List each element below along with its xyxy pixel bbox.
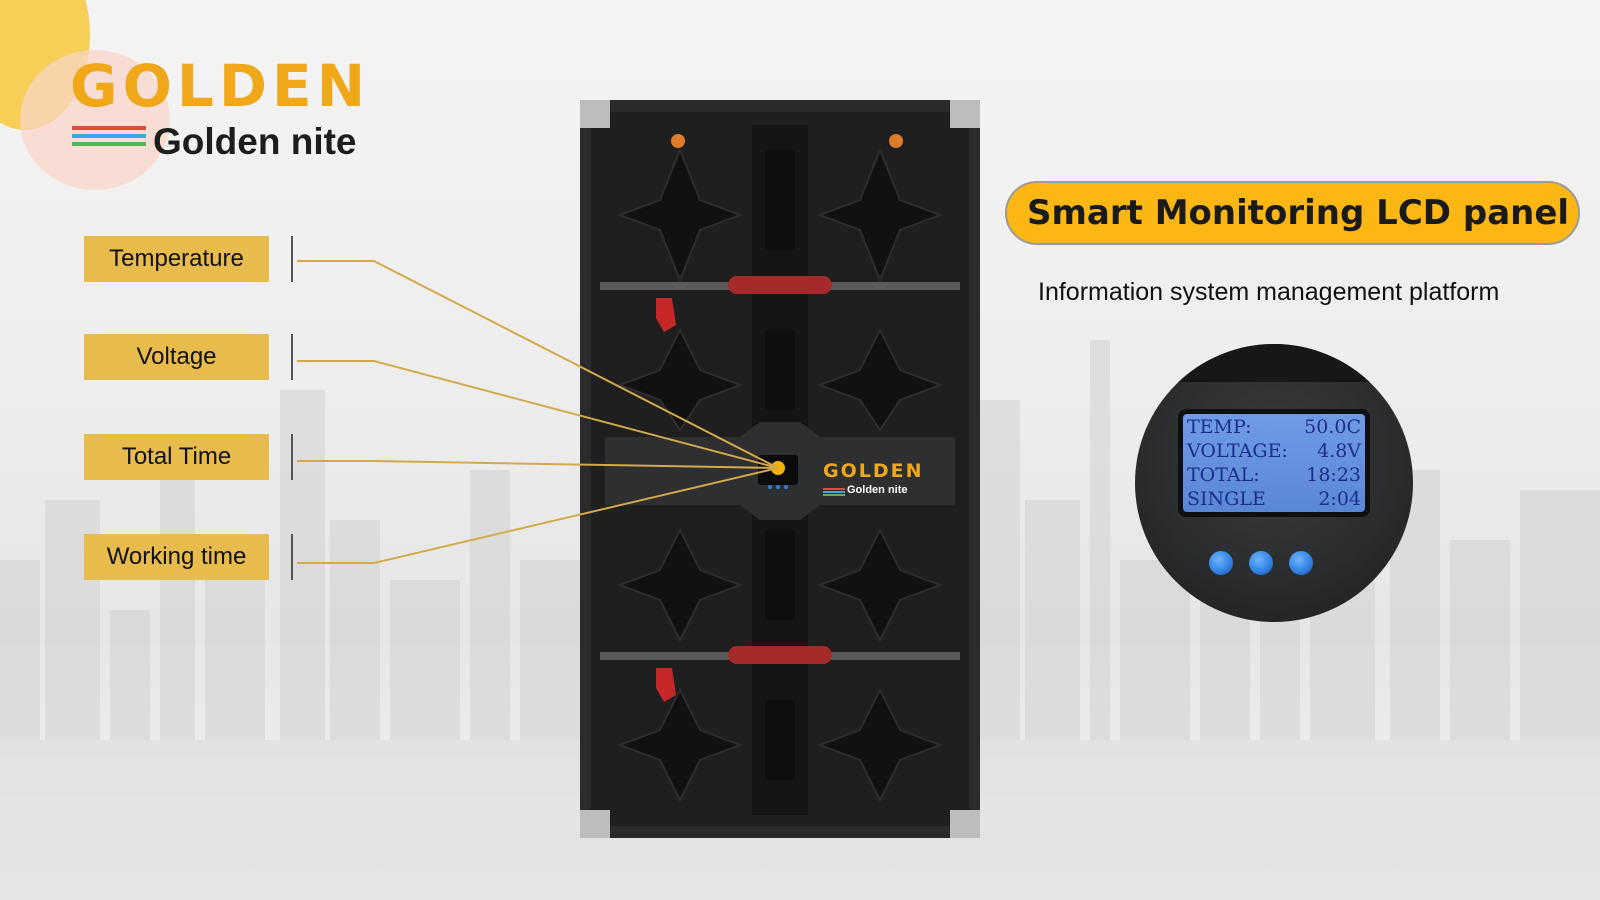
lcd-button-3 (1289, 551, 1313, 575)
lcd-row-label: TOTAL: (1187, 464, 1260, 486)
decorative-pink-circle (20, 50, 170, 190)
lcd-row-voltage: VOLTAGE: 4.8V (1187, 439, 1361, 463)
label-divider (291, 236, 293, 282)
lcd-closeup: TEMP: 50.0C VOLTAGE: 4.8V TOTAL: 18:23 S… (1135, 344, 1413, 622)
lcd-button-1 (1209, 551, 1233, 575)
panel-title: Smart Monitoring LCD panel (1005, 181, 1580, 245)
label-divider (291, 334, 293, 380)
lcd-screen: TEMP: 50.0C VOLTAGE: 4.8V TOTAL: 18:23 S… (1178, 409, 1370, 517)
label-divider (291, 434, 293, 480)
lcd-row-value: 2:04 (1318, 488, 1361, 510)
label-divider (291, 534, 293, 580)
lcd-row-value: 18:23 (1306, 464, 1361, 486)
lcd-row-single: SINGLE 2:04 (1187, 487, 1361, 511)
cabinet-logo-subtitle: Golden nite (847, 484, 908, 496)
label-working-time: Working time (84, 534, 269, 580)
logo-subtitle: Golden nite (153, 121, 357, 162)
lcd-row-label: VOLTAGE: (1187, 440, 1288, 462)
label-temperature: Temperature (84, 236, 269, 282)
cabinet-logo: GOLDEN Golden nite (823, 460, 933, 496)
panel-subtitle: Information system management platform (1038, 278, 1500, 306)
label-voltage: Voltage (84, 334, 269, 380)
lcd-row-value: 4.8V (1317, 440, 1361, 462)
lcd-display: TEMP: 50.0C VOLTAGE: 4.8V TOTAL: 18:23 S… (1183, 414, 1365, 512)
lcd-housing-top (1135, 344, 1413, 382)
cabinet-logo-wordmark: GOLDEN (823, 460, 924, 482)
logo-wordmark: GOLDEN (70, 52, 371, 120)
lcd-row-label: SINGLE (1187, 488, 1266, 510)
lcd-button-2 (1249, 551, 1273, 575)
lcd-row-label: TEMP: (1187, 416, 1252, 438)
lcd-row-temp: TEMP: 50.0C (1187, 415, 1361, 439)
cabinet-logo-stripes-icon (823, 488, 845, 497)
logo-stripes-icon (72, 126, 146, 150)
lcd-row-total: TOTAL: 18:23 (1187, 463, 1361, 487)
lcd-row-value: 50.0C (1304, 416, 1361, 438)
golden-logo: GOLDEN Golden nite (70, 55, 390, 165)
label-total-time: Total Time (84, 434, 269, 480)
